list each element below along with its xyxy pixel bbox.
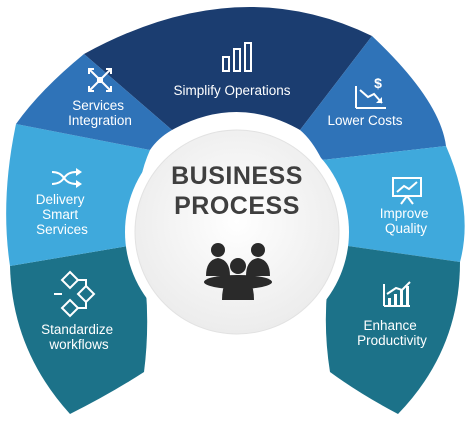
- label-simplify-operations: Simplify Operations: [173, 83, 290, 98]
- label-standardize-workflows: Standardize workflows: [41, 322, 117, 352]
- segment-labels: Simplify Operations Lower Costs Improve …: [36, 83, 433, 352]
- center-title-line2: PROCESS: [174, 192, 300, 220]
- center-circle: [134, 129, 340, 335]
- segment-enhance-productivity: [325, 244, 460, 414]
- segment-wedges: [6, 6, 465, 414]
- presentation-board-icon: [392, 177, 422, 205]
- label-improve-line2: Quality: [385, 221, 427, 236]
- declining-cost-chart-icon: $: [355, 75, 386, 109]
- label-standardize-line2: workflows: [48, 337, 109, 352]
- label-enhance-line2: Productivity: [357, 333, 427, 348]
- segment-services-integration: [16, 54, 172, 150]
- label-standardize-line1: Standardize: [41, 322, 113, 337]
- integration-arrows-icon: [88, 68, 112, 92]
- shuffle-arrows-icon: [51, 168, 82, 188]
- label-delivery-smart-services: Delivery Smart Services: [36, 192, 89, 237]
- label-simplify-line1: Simplify Operations: [173, 83, 290, 98]
- label-services-integration: Services Integration: [68, 98, 132, 128]
- label-improve-line1: Improve: [380, 206, 429, 221]
- growth-chart-icon: [383, 281, 411, 307]
- business-meeting-icon: [204, 243, 272, 300]
- segment-improve-quality: [322, 146, 465, 262]
- label-enhance-line1: Enhance: [363, 318, 416, 333]
- label-delivery-line1: Delivery: [36, 192, 85, 207]
- label-delivery-line3: Services: [36, 222, 88, 237]
- label-lower-costs: Lower Costs: [327, 113, 402, 128]
- label-lower-costs-line1: Lower Costs: [327, 113, 402, 128]
- segment-standardize-workflows: [10, 244, 148, 414]
- workflow-diagram-icon: [54, 270, 96, 318]
- svg-text:$: $: [374, 75, 382, 91]
- label-delivery-line2: Smart: [42, 207, 78, 222]
- segment-lower-costs: [300, 36, 446, 160]
- segment-delivery-smart-services: [6, 124, 151, 266]
- center-hub: BUSINESS PROCESS: [125, 120, 349, 344]
- label-integration-line2: Integration: [68, 113, 132, 128]
- segment-icons: $: [51, 42, 422, 318]
- label-integration-line1: Services: [72, 98, 124, 113]
- bar-chart-blocks-icon: [222, 42, 252, 72]
- center-title-line1: BUSINESS: [171, 162, 303, 190]
- label-enhance-productivity: Enhance Productivity: [357, 318, 427, 348]
- label-improve-quality: Improve Quality: [380, 206, 433, 236]
